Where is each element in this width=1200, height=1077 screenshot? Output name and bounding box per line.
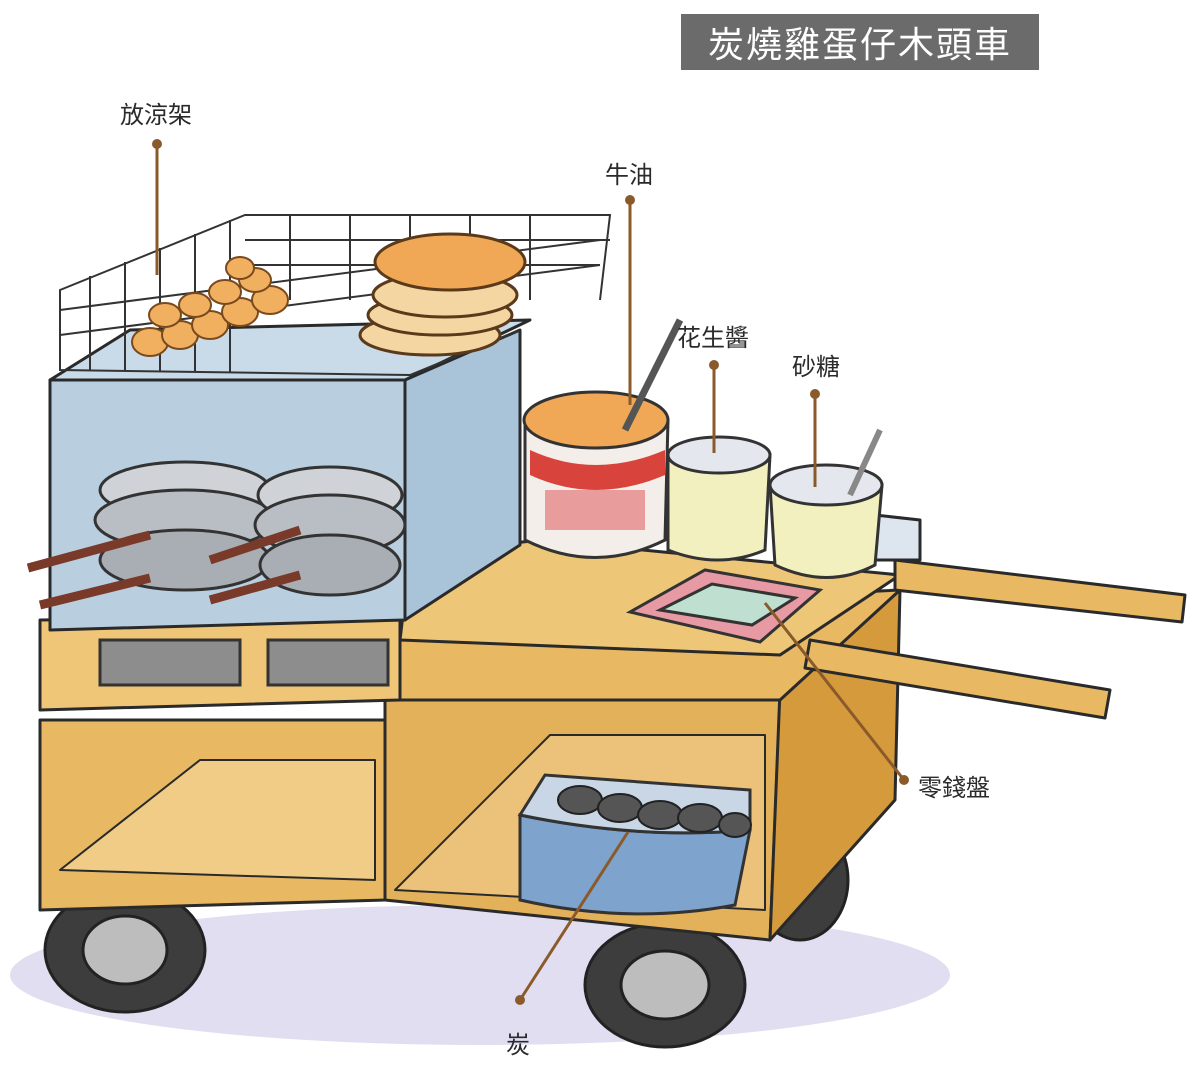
callout-butter: 牛油 xyxy=(605,161,653,189)
leader-line-charcoal xyxy=(518,831,630,1001)
leader-lines xyxy=(152,139,909,1005)
page-title: 炭燒雞蛋仔木頭車 xyxy=(681,14,1039,70)
sugar-jar xyxy=(768,428,884,579)
waffle-disc-stack xyxy=(358,232,527,357)
egg-waffle-pieces xyxy=(131,256,289,357)
waffle-pans xyxy=(26,460,407,687)
callout-change-tray: 零錢盤 xyxy=(918,774,990,802)
callout-charcoal: 炭 xyxy=(506,1031,530,1059)
callout-peanut-butter: 花生醬 xyxy=(677,324,749,352)
leader-line-change-tray xyxy=(763,602,906,781)
callout-cooling-rack: 放涼架 xyxy=(120,101,192,129)
butter-tin xyxy=(522,318,684,559)
callout-sugar: 砂糖 xyxy=(792,353,840,381)
change-tray xyxy=(625,568,824,644)
charcoal-bin xyxy=(517,773,752,916)
peanut-butter-jar xyxy=(666,435,772,562)
